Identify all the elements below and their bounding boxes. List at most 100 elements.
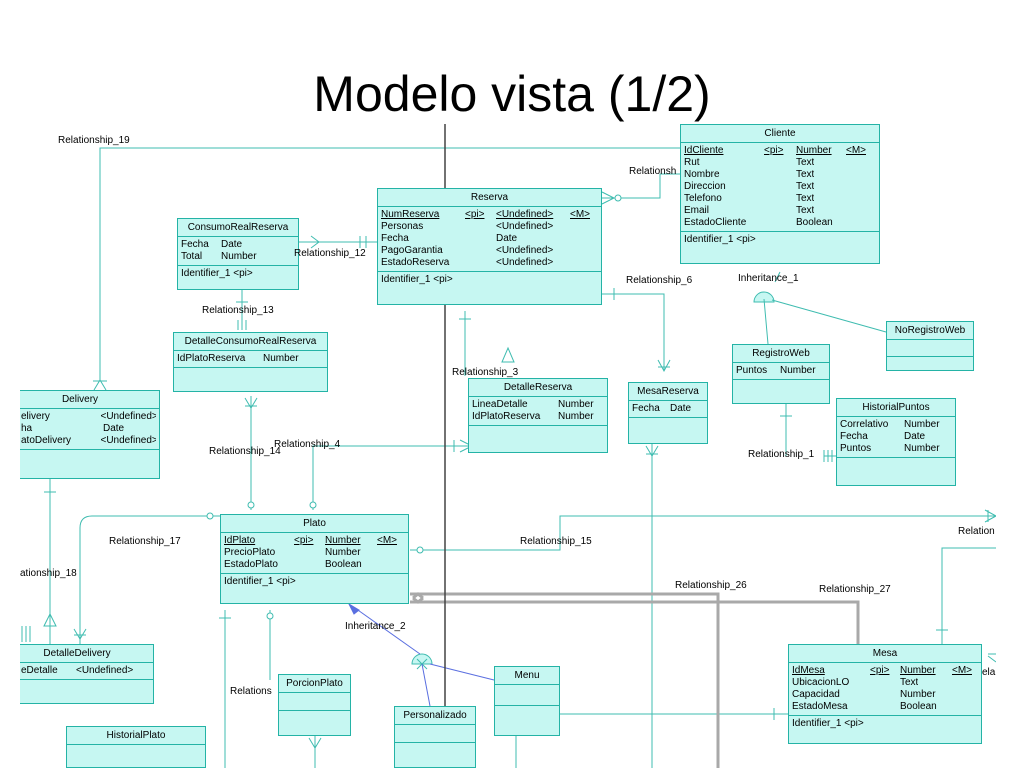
menu-mesa-line <box>515 713 788 768</box>
relationship-27-right-line <box>941 547 996 644</box>
connector-lines <box>21 124 996 768</box>
relationship-4-line <box>312 445 472 510</box>
entity-title: Menu <box>495 667 559 685</box>
label-relationship-mesa-right: ela <box>982 667 996 678</box>
relationship-27-line <box>410 600 860 644</box>
relationship-1-line <box>785 404 836 457</box>
attr-row: EstadoReserva<Undefined> <box>381 257 554 268</box>
entity-historial-plato[interactable]: HistorialPlato <box>66 726 206 768</box>
identifier-row: Identifier_1 <pi> <box>181 268 253 279</box>
entity-title: DetalleConsumoRealReserva <box>174 333 327 351</box>
entity-reserva[interactable]: Reserva NumReserva <pi> <Undefined> <M> … <box>377 188 602 305</box>
label-relationship-right: Relation <box>958 526 995 537</box>
entity-title: Personalizado <box>395 707 475 725</box>
entity-title: Mesa <box>789 645 981 663</box>
entity-title: Delivery <box>20 391 159 409</box>
relationship-15-line <box>410 515 996 551</box>
inheritance-2-connector <box>411 653 433 665</box>
entity-title: RegistroWeb <box>733 345 829 363</box>
label-relationship-19: Relationship_19 <box>58 135 130 146</box>
pk-row: IdMesa <pi> Number <M> <box>792 665 973 676</box>
pk-row: NumReserva <pi> <Undefined> <M> <box>381 209 591 220</box>
label-relationship-15: Relationship_15 <box>520 536 592 547</box>
label-inheritance-1: Inheritance_1 <box>738 273 799 284</box>
label-relationship-26: Relationship_26 <box>675 580 747 591</box>
cliente-reserva-line <box>602 173 680 199</box>
entity-title: HistorialPlato <box>67 727 205 745</box>
identifier-row: Identifier_1 <pi> <box>224 576 296 587</box>
identifier-row: Identifier_1 <pi> <box>684 234 756 245</box>
entity-title: Plato <box>221 515 408 533</box>
label-relationship-12: Relationship_12 <box>294 248 366 259</box>
entity-title: PorcionPlato <box>279 675 350 693</box>
entity-no-registro-web[interactable]: NoRegistroWeb <box>886 321 974 371</box>
label-relationship-17: Relationship_17 <box>109 536 181 547</box>
label-relationship-6: Relationship_6 <box>626 275 693 286</box>
label-relations: Relations <box>230 686 272 697</box>
label-relationship-27: Relationship_27 <box>819 584 891 595</box>
label-relationship-3: Relationship_3 <box>452 367 519 378</box>
relationship-19-line <box>99 147 680 380</box>
entity-title: MesaReserva <box>629 383 707 401</box>
pk-row: IdPlato <pi> Number <M> <box>224 535 398 546</box>
entity-title: Cliente <box>681 125 879 143</box>
relationship-6-line <box>602 293 665 371</box>
attr-row: eDetalle<Undefined> <box>21 665 134 676</box>
delivery-crowfoot <box>93 379 107 391</box>
identifier-row: Identifier_1 <pi> <box>792 718 864 729</box>
relationship-26-line <box>410 592 720 768</box>
identifier-row: Identifier_1 <pi> <box>381 274 453 285</box>
entity-title: HistorialPuntos <box>837 399 955 417</box>
entity-title: Reserva <box>378 189 601 207</box>
attr-row: atoDelivery<Undefined> <box>21 435 156 446</box>
entity-menu[interactable]: Menu <box>494 666 560 736</box>
label-relationship-18: ationship_18 <box>20 568 77 579</box>
entity-plato[interactable]: Plato IdPlato <pi> Number <M> PrecioPlat… <box>220 514 409 604</box>
entity-porcion-plato[interactable]: PorcionPlato <box>278 674 351 736</box>
pk-row: IdCliente <pi> Number <M> <box>684 145 867 156</box>
attr-row: PagoGarantia<Undefined> <box>381 245 554 256</box>
entity-detalle-consumo-real-reserva[interactable]: DetalleConsumoRealReserva IdPlatoReserva… <box>173 332 328 392</box>
label-relationship-cliente: Relationsh <box>629 166 677 177</box>
slide-title: Modelo vista (1/2) <box>313 66 711 122</box>
label-inheritance-2: Inheritance_2 <box>345 621 406 632</box>
entity-personalizado[interactable]: Personalizado <box>394 706 476 768</box>
reserva-crowfoot <box>601 191 616 205</box>
attr-row: Personas<Undefined> <box>381 221 554 232</box>
entity-detalle-delivery[interactable]: DetalleDelivery eDetalle<Undefined> <box>20 644 154 704</box>
entity-title: ConsumoRealReserva <box>178 219 298 237</box>
entity-title: DetalleDelivery <box>20 645 153 663</box>
label-relationship-1: Relationship_1 <box>748 449 815 460</box>
